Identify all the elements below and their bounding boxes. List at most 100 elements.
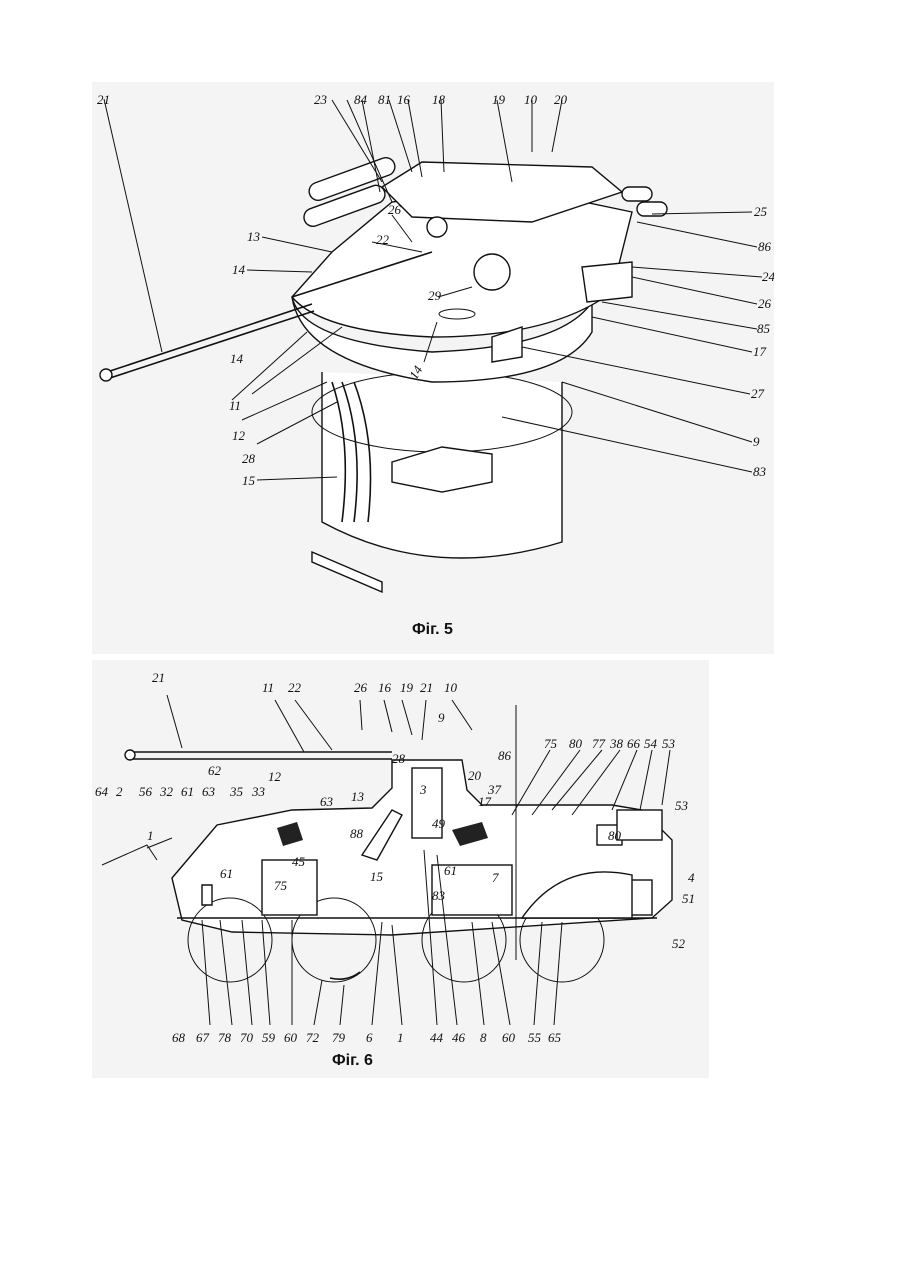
suspension-79 (330, 972, 360, 979)
muzzle-brake (100, 369, 112, 381)
label-13: 13 (247, 229, 261, 244)
label-12: 12 (232, 428, 246, 443)
label-78: 78 (218, 1030, 232, 1045)
label-81: 81 (378, 92, 391, 107)
label-26: 26 (758, 296, 772, 311)
label-70: 70 (240, 1030, 254, 1045)
label-20: 20 (468, 768, 482, 783)
label-61c: 61 (444, 863, 457, 878)
label-25: 25 (754, 204, 768, 219)
label-16: 16 (378, 680, 392, 695)
figure-5-drawing: 21 23 84 81 16 18 19 10 20 25 86 24 26 8… (92, 82, 774, 654)
cannon-barrel (107, 304, 312, 372)
label-60b: 60 (502, 1030, 516, 1045)
label-75: 75 (544, 736, 558, 751)
label-44: 44 (430, 1030, 444, 1045)
label-10: 10 (524, 92, 538, 107)
label-13: 13 (351, 789, 365, 804)
label-53b: 53 (675, 798, 689, 813)
label-84: 84 (354, 92, 368, 107)
control-67 (202, 885, 212, 905)
figure-6-drawing: 21 11 22 26 16 19 21 10 9 86 20 17 75 80… (92, 660, 709, 1078)
figure-6-caption: Фіг. 6 (332, 1052, 373, 1069)
figure-5-caption: Фіг. 5 (412, 621, 453, 638)
label-24: 24 (762, 269, 774, 284)
label-28: 28 (242, 451, 256, 466)
label-80b: 80 (608, 828, 622, 843)
label-21: 21 (152, 670, 165, 685)
label-67: 67 (196, 1030, 210, 1045)
label-85: 85 (757, 321, 771, 336)
label-15: 15 (242, 473, 256, 488)
label-83: 83 (432, 888, 446, 903)
label-12: 12 (268, 769, 282, 784)
label-1b: 1 (397, 1030, 404, 1045)
label-32: 32 (159, 784, 174, 799)
label-29: 29 (428, 288, 442, 303)
sight-26 (427, 217, 447, 237)
label-1: 1 (147, 828, 154, 843)
label-22: 22 (288, 680, 302, 695)
label-22: 22 (376, 232, 390, 247)
label-28: 28 (392, 751, 406, 766)
label-46: 46 (452, 1030, 466, 1045)
label-66: 66 (627, 736, 641, 751)
label-37: 37 (487, 782, 502, 797)
figure-6-vehicle-section: 21 11 22 26 16 19 21 10 9 86 20 17 75 80… (92, 660, 709, 1078)
label-75b: 75 (274, 878, 288, 893)
label-60: 60 (284, 1030, 298, 1045)
figure-5-turret-module: 21 23 84 81 16 18 19 10 20 25 86 24 26 8… (92, 82, 774, 654)
side-box-24 (582, 262, 632, 302)
label-18: 18 (432, 92, 446, 107)
label-16: 16 (397, 92, 411, 107)
label-72: 72 (306, 1030, 320, 1045)
label-88: 88 (350, 826, 364, 841)
label-17: 17 (753, 344, 767, 359)
label-10: 10 (444, 680, 458, 695)
label-55: 55 (528, 1030, 542, 1045)
hatch-2 (102, 845, 157, 865)
label-19: 19 (492, 92, 506, 107)
label-23: 23 (314, 92, 328, 107)
label-59: 59 (262, 1030, 276, 1045)
label-14-mid: 14 (230, 351, 244, 366)
label-61: 61 (181, 784, 194, 799)
label-86: 86 (498, 748, 512, 763)
label-63: 63 (320, 794, 334, 809)
label-53: 53 (662, 736, 676, 751)
label-49: 49 (432, 816, 446, 831)
label-8: 8 (480, 1030, 487, 1045)
label-19: 19 (400, 680, 414, 695)
label-21b: 21 (420, 680, 433, 695)
foot-step (312, 552, 382, 592)
label-64: 64 (95, 784, 109, 799)
label-26-top: 26 (388, 202, 402, 217)
label-45: 45 (292, 854, 306, 869)
label-15: 15 (370, 869, 384, 884)
label-83: 83 (753, 464, 767, 479)
label-38: 38 (609, 736, 624, 751)
label-51: 51 (682, 891, 695, 906)
label-14: 14 (232, 262, 246, 277)
label-11: 11 (229, 398, 241, 413)
label-2: 2 (116, 784, 123, 799)
label-9: 9 (438, 710, 445, 725)
label-77: 77 (592, 736, 606, 751)
tank-54 (617, 810, 662, 840)
seat-60-front (262, 860, 317, 915)
label-9: 9 (753, 434, 760, 449)
label-62: 62 (208, 763, 222, 778)
label-11: 11 (262, 680, 274, 695)
label-65: 65 (548, 1030, 562, 1045)
label-33: 33 (251, 784, 266, 799)
label-68: 68 (172, 1030, 186, 1045)
label-86: 86 (758, 239, 772, 254)
label-4: 4 (688, 870, 695, 885)
label-63b: 63 (202, 784, 216, 799)
label-80: 80 (569, 736, 583, 751)
label-7: 7 (492, 870, 499, 885)
label-54: 54 (644, 736, 658, 751)
label-3: 3 (419, 782, 427, 797)
cannon-barrel (107, 311, 314, 379)
